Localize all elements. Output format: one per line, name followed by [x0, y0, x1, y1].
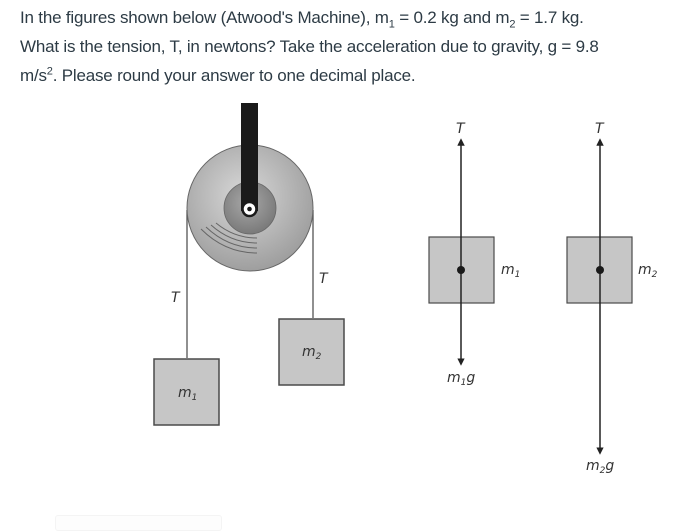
- answer-input[interactable]: [55, 515, 222, 531]
- free-body-diagram-m1: T m1 m1g: [428, 121, 520, 388]
- fbd-m1-center-dot: [457, 266, 465, 274]
- pulley-groove-lines: [200, 222, 258, 254]
- pulley: [186, 103, 314, 358]
- fbd-m1-block-label: m1: [501, 262, 520, 280]
- question-line-2: What is the tension, T, in newtons? Take…: [20, 37, 599, 56]
- question-line-3: m/s2. Please round your answer to one de…: [20, 65, 416, 85]
- tension-left-label: T: [171, 290, 181, 306]
- fbd-m1-weight-label: m1g: [447, 370, 475, 388]
- support-bar: [241, 103, 258, 211]
- free-body-diagram-m2: T m2 m2g: [566, 121, 658, 476]
- fbd-m2-tension-label: T: [595, 121, 605, 137]
- fbd-m2-center-dot: [596, 266, 604, 274]
- block-m2: [278, 318, 345, 386]
- block-m2-label: m2: [302, 344, 322, 362]
- block-m1: [153, 358, 220, 426]
- fbd-m2-weight-label: m2g: [586, 458, 614, 476]
- fbd-m2-block-label: m2: [638, 262, 658, 280]
- block-m1-label: m1: [178, 385, 197, 403]
- fbd-m1-tension-label: T: [456, 121, 466, 137]
- question-text: In the figures shown below (Atwood's Mac…: [20, 3, 685, 90]
- tension-right-label: T: [319, 271, 329, 287]
- question-line-1: In the figures shown below (Atwood's Mac…: [20, 8, 584, 31]
